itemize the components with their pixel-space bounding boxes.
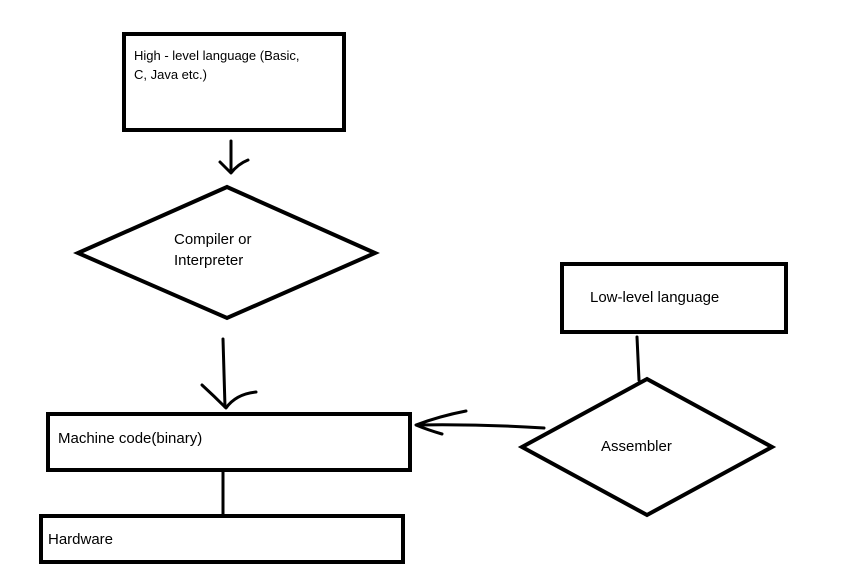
arrow-assembler-to-machine-code bbox=[414, 409, 546, 436]
assembler-label: Assembler bbox=[601, 438, 672, 455]
machine-code-box bbox=[46, 412, 412, 472]
compiler-interpreter-label: Compiler or Interpreter bbox=[174, 229, 252, 271]
assembler-diamond bbox=[517, 376, 777, 518]
machine-code-label: Machine code(binary) bbox=[58, 430, 203, 447]
high-level-language-label: High - level language (Basic, C, Java et… bbox=[134, 46, 334, 84]
arrow-high-level-to-compiler bbox=[218, 139, 250, 175]
arrow-compiler-to-machine-code bbox=[200, 337, 258, 410]
compiler-interpreter-diamond bbox=[73, 184, 380, 321]
high-level-language-box bbox=[122, 32, 346, 132]
low-level-language-label: Low-level language bbox=[590, 289, 720, 306]
low-level-language-box bbox=[560, 262, 788, 334]
high-level-language-line2: C, Java etc.) bbox=[134, 67, 207, 82]
high-level-language-line1: High - level language (Basic, bbox=[134, 48, 300, 63]
hardware-label: Hardware bbox=[48, 531, 114, 548]
hardware-box bbox=[39, 514, 405, 564]
compiler-label-line2: Interpreter bbox=[174, 252, 244, 269]
connector-low-level-to-assembler bbox=[635, 335, 641, 382]
compiler-label-line1: Compiler or bbox=[174, 231, 252, 248]
